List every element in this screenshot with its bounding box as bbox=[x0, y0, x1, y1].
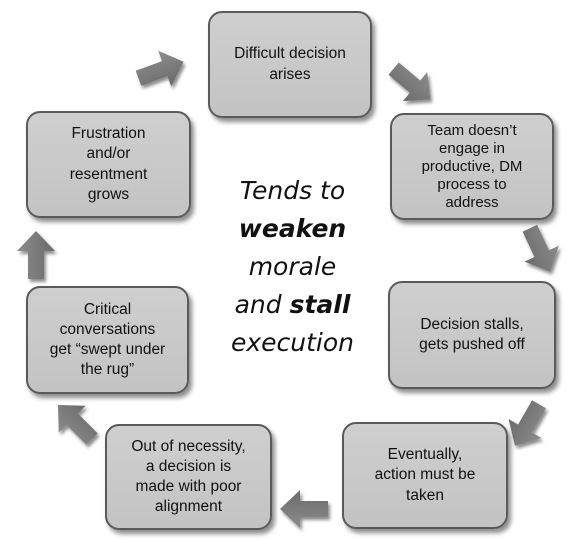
step-text: the rug” bbox=[80, 361, 135, 379]
step-text: conversations bbox=[59, 320, 156, 338]
step-text: alignment bbox=[154, 498, 223, 516]
step-text: grows bbox=[87, 185, 130, 203]
step-text: action must be bbox=[374, 466, 476, 484]
center-line: and stall bbox=[200, 286, 385, 324]
step-frustration: Frustration and/or resentment grows bbox=[26, 111, 191, 218]
center-line: morale bbox=[248, 252, 337, 281]
step-text: productive, DM bbox=[421, 157, 523, 175]
step-text: and/or bbox=[86, 145, 131, 163]
step-text: engage in bbox=[439, 139, 505, 157]
step-decision-stalls: Decision stalls, gets pushed off bbox=[388, 281, 556, 389]
step-text: made with poor bbox=[135, 478, 242, 495]
center-line: execution bbox=[230, 328, 355, 357]
step-swept-under-rug: Critical conversations get “swept under … bbox=[26, 286, 189, 394]
step-poor-alignment: Out of necessity, a decision is made wit… bbox=[105, 424, 272, 530]
center-bold-word: stall bbox=[289, 290, 351, 319]
step-difficult-decision: Difficult decision arises bbox=[208, 11, 372, 118]
arrow-icon bbox=[522, 224, 559, 272]
center-text-prefix: and bbox=[234, 290, 290, 319]
cycle-center-caption: Tends to weaken morale and stall executi… bbox=[200, 172, 385, 362]
step-text: a decision is bbox=[145, 457, 232, 475]
step-text: arises bbox=[269, 65, 311, 83]
arrow-icon bbox=[135, 50, 184, 87]
step-text: resentment bbox=[69, 165, 148, 183]
center-line-bold: weaken bbox=[200, 210, 385, 248]
step-action-taken: Eventually, action must be taken bbox=[342, 422, 508, 529]
step-text: Difficult decision bbox=[234, 45, 346, 63]
step-text: address bbox=[445, 193, 499, 211]
step-text: Critical bbox=[83, 300, 132, 318]
step-text: Decision stalls, bbox=[420, 315, 524, 333]
arrow-icon bbox=[388, 62, 431, 102]
step-team-no-engage: Team doesn’t engage in productive, DM pr… bbox=[390, 113, 554, 220]
arrow-icon bbox=[280, 490, 328, 528]
center-bold-word: weaken bbox=[238, 214, 347, 243]
step-text: Frustration bbox=[71, 125, 146, 143]
step-text: Eventually, bbox=[387, 446, 463, 464]
arrow-icon bbox=[508, 400, 546, 446]
step-text: Team doesn’t bbox=[427, 121, 517, 139]
step-text: taken bbox=[406, 486, 444, 504]
step-text: get “swept under bbox=[49, 341, 166, 358]
step-text: process to bbox=[437, 175, 507, 193]
center-line: Tends to bbox=[239, 176, 346, 205]
arrow-icon bbox=[17, 231, 55, 279]
step-text: gets pushed off bbox=[419, 336, 525, 353]
arrow-icon bbox=[58, 405, 98, 445]
step-text: Out of necessity, bbox=[131, 437, 246, 455]
